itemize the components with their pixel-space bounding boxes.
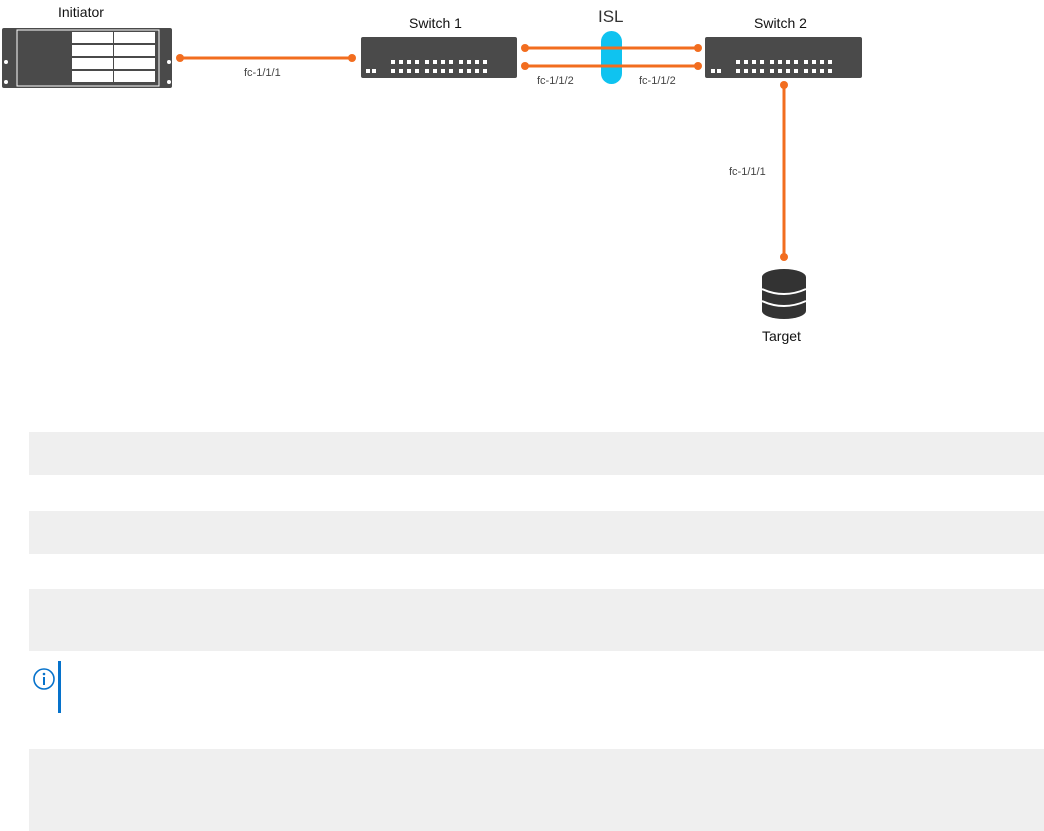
switch-port — [736, 69, 740, 73]
switch-port — [794, 60, 798, 64]
switch-port — [778, 60, 782, 64]
switch-port — [425, 69, 429, 73]
code-block-2 — [29, 511, 1044, 554]
topology-svg — [2, 28, 862, 319]
switch-port — [786, 69, 790, 73]
switch-port — [449, 60, 453, 64]
switch-port — [441, 60, 445, 64]
switch-port — [828, 69, 832, 73]
switch-port — [407, 69, 411, 73]
port-label-switch1-isl: fc-1/1/2 — [537, 75, 574, 87]
switch-port — [459, 69, 463, 73]
switch-port — [760, 69, 764, 73]
switch-port — [804, 60, 808, 64]
port-label-switch2-isl: fc-1/1/2 — [639, 75, 676, 87]
switch-port — [786, 60, 790, 64]
switch-port — [391, 69, 395, 73]
switch-port — [433, 60, 437, 64]
switch-port — [425, 60, 429, 64]
link-initiator-switch1 — [176, 54, 356, 62]
switch-port — [828, 60, 832, 64]
switch-port — [736, 60, 740, 64]
switch-port — [744, 69, 748, 73]
switch-port — [820, 69, 824, 73]
switch-port — [467, 60, 471, 64]
switch-port — [794, 69, 798, 73]
switch-port — [475, 69, 479, 73]
switch-port — [483, 69, 487, 73]
isl-links — [521, 31, 702, 84]
initiator-server-icon — [2, 28, 172, 88]
initiator-label: Initiator — [58, 4, 104, 20]
switch-port — [467, 69, 471, 73]
info-icon — [33, 668, 55, 690]
switch-port — [407, 60, 411, 64]
code-block-1 — [29, 432, 1044, 475]
switch-port — [415, 69, 419, 73]
switch-port — [483, 60, 487, 64]
switch-port — [459, 60, 463, 64]
code-block-4 — [29, 749, 1044, 831]
switch-port — [399, 69, 403, 73]
isl-bundle-icon — [601, 31, 622, 84]
switch1-label: Switch 1 — [409, 15, 462, 31]
switch-port — [415, 60, 419, 64]
switch-port — [433, 69, 437, 73]
note-accent-bar — [58, 661, 61, 713]
switch-port — [760, 60, 764, 64]
switch-port — [366, 69, 370, 73]
switch-port — [820, 60, 824, 64]
switch-port — [399, 60, 403, 64]
code-block-3 — [29, 589, 1044, 651]
switch-port — [752, 69, 756, 73]
switch-port — [804, 69, 808, 73]
switch-port — [744, 60, 748, 64]
switch-port — [441, 69, 445, 73]
switch2-icon — [705, 37, 862, 78]
target-label: Target — [762, 328, 801, 344]
switch-port — [812, 60, 816, 64]
topology-diagram: Initiator Switch 1 Switch 2 Target ISL f… — [0, 0, 1044, 360]
switch-port — [475, 60, 479, 64]
switch-port — [449, 69, 453, 73]
switch-port — [812, 69, 816, 73]
switch-port — [770, 69, 774, 73]
switch1-icon — [361, 37, 517, 78]
isl-label: ISL — [598, 7, 624, 26]
switch-port — [770, 60, 774, 64]
switch2-label: Switch 2 — [754, 15, 807, 31]
switch-port — [391, 60, 395, 64]
switch-port — [711, 69, 715, 73]
switch-port — [717, 69, 721, 73]
switch-port — [778, 69, 782, 73]
switch-port — [752, 60, 756, 64]
port-label-switch2-target: fc-1/1/1 — [729, 166, 766, 178]
link-switch2-target — [780, 81, 788, 261]
port-label-initiator-switch1: fc-1/1/1 — [244, 67, 281, 79]
switch-port — [372, 69, 376, 73]
target-storage-icon — [761, 269, 807, 319]
